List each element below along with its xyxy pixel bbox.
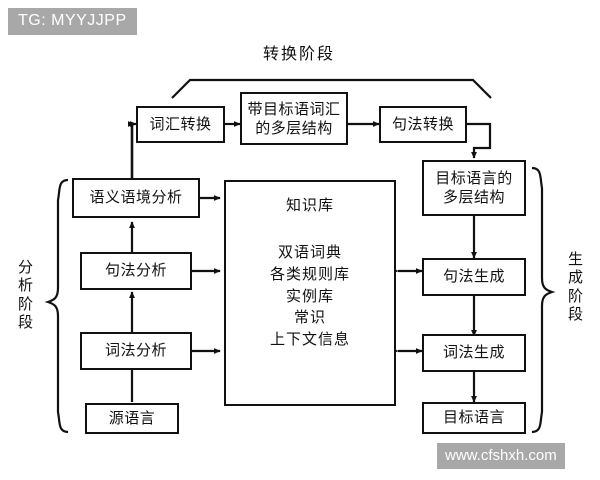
node-multilayer-target-lexicon[interactable]: 带目标语词汇 的多层结构 xyxy=(240,92,348,145)
generation-phase-char-3: 阶 xyxy=(567,286,584,305)
node-lexical-transfer-label: 词汇转换 xyxy=(149,114,212,133)
kb-item-common-sense: 常识 xyxy=(293,308,326,327)
node-semantic-context-analysis-label: 语义语境分析 xyxy=(89,188,183,207)
node-target-multilayer-structure-line2: 多层结构 xyxy=(442,188,505,206)
node-syntactic-analysis-label: 句法分析 xyxy=(104,261,167,280)
transfer-phase-bracket xyxy=(171,78,492,99)
node-target-language[interactable]: 目标语言 xyxy=(422,402,526,434)
node-multilayer-target-lexicon-line2: 的多层结构 xyxy=(255,118,333,137)
generation-phase-char-2: 成 xyxy=(567,268,584,287)
generation-phase-char-4: 段 xyxy=(567,304,584,323)
analysis-phase-char-3: 阶 xyxy=(17,294,34,313)
node-lexical-generation-label: 词法生成 xyxy=(442,343,505,362)
tag-badge: TG: MYYJJPP xyxy=(8,8,137,35)
knowledge-base-box[interactable]: 知识库 双语词典 各类规则库 实例库 常识 上下文信息 xyxy=(224,180,396,406)
node-syntactic-transfer-label: 句法转换 xyxy=(391,114,454,133)
node-multilayer-target-lexicon-line1: 带目标语词汇 xyxy=(247,99,341,118)
node-syntactic-transfer[interactable]: 句法转换 xyxy=(379,106,467,143)
node-semantic-context-analysis[interactable]: 语义语境分析 xyxy=(72,178,200,218)
node-lexical-transfer[interactable]: 词汇转换 xyxy=(136,106,225,143)
analysis-phase-char-4: 段 xyxy=(17,312,34,331)
node-target-multilayer-structure-line1: 目标语言的 xyxy=(435,169,513,188)
node-source-language-label: 源语言 xyxy=(108,408,156,427)
knowledge-base-title: 知识库 xyxy=(285,196,334,214)
analysis-phase-char-1: 分 xyxy=(17,258,34,276)
generation-phase-brace xyxy=(531,166,556,434)
transfer-phase-label: 转换阶段 xyxy=(263,44,336,63)
node-lexical-analysis-label: 词法分析 xyxy=(104,341,167,360)
kb-item-example-base: 实例库 xyxy=(285,286,334,305)
kb-item-rule-bases: 各类规则库 xyxy=(269,264,350,283)
node-lexical-analysis[interactable]: 词法分析 xyxy=(80,332,192,370)
node-syntactic-generation[interactable]: 句法生成 xyxy=(422,258,526,296)
analysis-phase-char-2: 析 xyxy=(17,276,34,295)
node-target-multilayer-structure[interactable]: 目标语言的 多层结构 xyxy=(422,160,526,216)
generation-phase-label: 生 成 阶 段 xyxy=(566,250,586,323)
node-target-language-label: 目标语言 xyxy=(442,408,505,427)
node-syntactic-generation-label: 句法生成 xyxy=(442,267,505,286)
generation-phase-char-1: 生 xyxy=(567,250,584,268)
node-source-language[interactable]: 源语言 xyxy=(85,403,179,434)
kb-item-context-info: 上下文信息 xyxy=(269,330,350,348)
watermark: www.cfshxh.com xyxy=(437,443,565,469)
node-syntactic-analysis[interactable]: 句法分析 xyxy=(80,252,192,290)
analysis-phase-label: 分 析 阶 段 xyxy=(16,258,36,331)
kb-item-bilingual-dictionary: 双语词典 xyxy=(277,243,342,261)
knowledge-base-list: 双语词典 各类规则库 实例库 常识 上下文信息 xyxy=(226,242,394,351)
analysis-phase-brace xyxy=(44,178,69,434)
node-lexical-generation[interactable]: 词法生成 xyxy=(422,334,526,372)
